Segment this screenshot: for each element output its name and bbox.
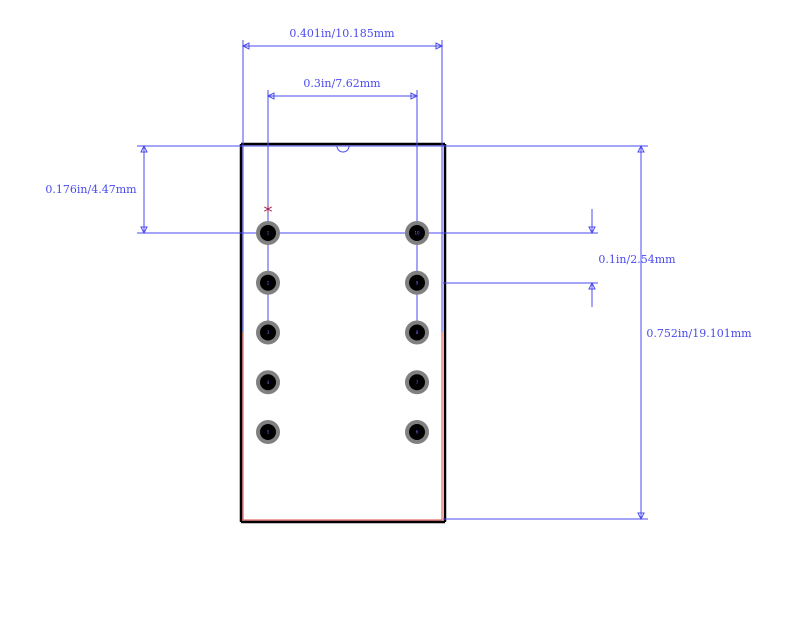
arrow-top-up [140,144,148,153]
pad-hole [260,374,276,391]
label-top-to-pin1: 0.176in/4.47mm [45,183,137,196]
pad-number: 7 [416,380,419,385]
pad-8: 8 [405,320,429,345]
label-row-spacing: 0.3in/7.62mm [303,77,381,90]
arrow-top-down [140,226,148,235]
pad-number: 2 [267,280,270,285]
pin1-notch [336,145,350,153]
pad-2: 2 [256,270,280,295]
arrow-pitch-up [588,281,596,290]
pad-5: 5 [256,420,280,444]
pad-number: 6 [416,430,419,435]
pad-number: 10 [414,231,420,236]
pad-hole [260,324,276,341]
pad-number: 1 [267,231,270,236]
label-overall-length: 0.752in/19.101mm [646,327,752,340]
pad-1: 1 [256,221,280,245]
pad-6: 6 [405,420,429,444]
pad-hole [409,274,425,291]
pad-hole [260,424,276,440]
pad-10: 10 [405,221,429,245]
pad-number: 9 [416,280,419,285]
pad-3: 3 [256,320,280,345]
label-overall-width: 0.401in/10.185mm [289,27,395,40]
arrow-width-left [241,42,250,50]
dimension-labels: 0.401in/10.185mm 0.3in/7.62mm 0.176in/4.… [45,27,752,340]
pad-9: 9 [405,270,429,295]
pad-hole [409,374,425,391]
arrow-pitch-down [588,226,596,235]
arrow-length-down [637,512,645,521]
pad-hole [409,225,425,241]
pad-number: 8 [416,330,419,335]
arrow-row-left [266,92,275,100]
pad-hole [260,225,276,241]
label-pin-pitch: 0.1in/2.54mm [598,253,676,266]
pin1-marker: * [264,202,273,223]
pad-hole [409,324,425,341]
pad-hole [409,424,425,440]
pad-7: 7 [405,370,429,395]
arrow-row-right [410,92,419,100]
pad-hole [260,274,276,291]
pad-4: 4 [256,370,280,395]
arrow-width-right [435,42,444,50]
arrow-length-up [637,144,645,153]
pad-group: 1 2 3 4 5 10 9 8 7 6 [256,221,429,444]
pad-number: 5 [267,430,270,435]
pad-number: 3 [267,330,270,335]
pad-number: 4 [267,380,270,385]
dimension-lines [137,40,648,521]
